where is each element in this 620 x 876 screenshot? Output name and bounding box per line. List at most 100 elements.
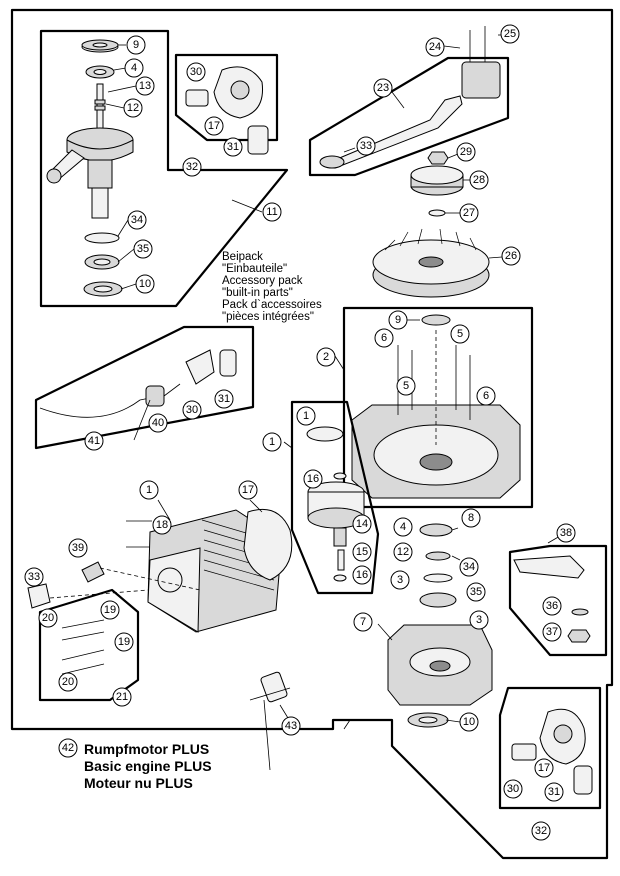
callout-5-screw-right: 5 bbox=[450, 324, 470, 344]
callout-14-needle-bearing: 14 bbox=[352, 514, 372, 534]
svg-text:6: 6 bbox=[483, 390, 489, 402]
callout-7-crankcase-cover: 7 bbox=[353, 612, 373, 632]
svg-text:31: 31 bbox=[227, 141, 239, 153]
svg-text:14: 14 bbox=[356, 518, 368, 530]
assembly-title: Rumpfmotor PLUS Basic engine PLUS Moteur… bbox=[84, 741, 212, 792]
svg-text:34: 34 bbox=[463, 561, 475, 573]
svg-text:20: 20 bbox=[62, 676, 74, 688]
svg-text:23: 23 bbox=[377, 82, 389, 94]
svg-text:2: 2 bbox=[323, 351, 329, 363]
svg-text:9: 9 bbox=[133, 39, 139, 51]
svg-text:15: 15 bbox=[356, 546, 368, 558]
svg-text:33: 33 bbox=[360, 140, 372, 152]
accessory-note-line-6: "pièces intégrées" bbox=[222, 311, 314, 323]
cylinder-parts bbox=[27, 508, 293, 633]
callout-8: 8 bbox=[461, 508, 481, 528]
callout-17-gasket-bottom: 17 bbox=[534, 758, 554, 778]
svg-text:1: 1 bbox=[146, 484, 152, 496]
svg-text:30: 30 bbox=[186, 404, 198, 416]
crankcase-parts bbox=[351, 314, 521, 499]
callout-19-screw-top: 19 bbox=[100, 600, 120, 620]
callout-28-starter-cup: 28 bbox=[469, 170, 489, 190]
callout-29-nut: 29 bbox=[456, 142, 476, 162]
fuel-line-frame bbox=[34, 325, 255, 450]
callout-31-gasket-top: 31 bbox=[223, 137, 243, 157]
accessory-note-line-4: "built-in parts" bbox=[222, 287, 293, 299]
lower-crankcase-parts bbox=[387, 523, 493, 728]
callout-6-screw-right: 6 bbox=[476, 386, 496, 406]
svg-text:5: 5 bbox=[403, 380, 409, 392]
callout-34-crankcase: 34 bbox=[459, 557, 479, 577]
svg-text:30: 30 bbox=[190, 66, 202, 78]
svg-text:26: 26 bbox=[505, 250, 517, 262]
callout-12-gear: 12 bbox=[393, 542, 413, 562]
callout-41-fuel-line: 41 bbox=[84, 431, 104, 451]
callout-30-gasket-top: 30 bbox=[186, 62, 206, 82]
callout-42-basic-engine: 42 bbox=[58, 738, 78, 758]
svg-text:35: 35 bbox=[470, 586, 482, 598]
callout-2-crankcase: 2 bbox=[316, 347, 336, 367]
title-french: Moteur nu PLUS bbox=[84, 775, 193, 791]
accessory-pack-note: Beipack "Einbauteile" Accessory pack "bu… bbox=[222, 251, 322, 323]
svg-text:40: 40 bbox=[152, 417, 164, 429]
callout-17-gasket-top: 17 bbox=[204, 116, 224, 136]
svg-text:16: 16 bbox=[356, 569, 368, 581]
callout-35-crankcase: 35 bbox=[466, 582, 486, 602]
callout-20-screw-top: 20 bbox=[38, 608, 58, 628]
svg-text:6: 6 bbox=[381, 332, 387, 344]
svg-text:25: 25 bbox=[504, 28, 516, 40]
brake-lever-frame bbox=[508, 544, 608, 657]
svg-text:1: 1 bbox=[269, 436, 275, 448]
callout-26-flywheel: 26 bbox=[501, 246, 521, 266]
callout-10-crankshaft: 10 bbox=[135, 274, 155, 294]
callout-40-fuel-filter: 40 bbox=[148, 413, 168, 433]
callout-34-crankshaft: 34 bbox=[127, 210, 147, 230]
callout-17-cylinder-gasket: 17 bbox=[238, 480, 258, 500]
callout-30-fuel: 30 bbox=[182, 400, 202, 420]
callout-18-studs: 18 bbox=[152, 515, 172, 535]
callout-10-crankcase-seal: 10 bbox=[459, 712, 479, 732]
callout-16-circlip-bottom: 16 bbox=[352, 565, 372, 585]
accessory-note-line-5: Pack d`accessoires bbox=[222, 299, 322, 311]
svg-text:20: 20 bbox=[42, 612, 54, 624]
svg-text:19: 19 bbox=[104, 604, 116, 616]
svg-text:35: 35 bbox=[137, 243, 149, 255]
svg-text:36: 36 bbox=[546, 600, 558, 612]
svg-text:41: 41 bbox=[88, 435, 100, 447]
control-lever-frame bbox=[308, 56, 510, 177]
svg-text:10: 10 bbox=[463, 716, 475, 728]
spark-plug-wrench bbox=[249, 671, 291, 771]
piston-frame bbox=[290, 400, 380, 595]
svg-text:9: 9 bbox=[395, 314, 401, 326]
svg-text:16: 16 bbox=[307, 473, 319, 485]
svg-text:39: 39 bbox=[72, 542, 84, 554]
svg-text:17: 17 bbox=[538, 762, 550, 774]
callout-32-gasket-set-bottom: 32 bbox=[531, 821, 551, 841]
svg-text:5: 5 bbox=[457, 328, 463, 340]
screws-parts bbox=[61, 619, 105, 675]
crankshaft-group-frame bbox=[39, 29, 289, 308]
crankshaft-group-parts bbox=[46, 39, 134, 297]
svg-text:3: 3 bbox=[476, 614, 482, 626]
accessory-note-line-3: Accessory pack bbox=[222, 275, 303, 287]
callout-13: 13 bbox=[135, 76, 155, 96]
callout-31-fuel: 31 bbox=[214, 389, 234, 409]
callout-39-spark-plug: 39 bbox=[68, 538, 88, 558]
fuel-line-parts bbox=[39, 349, 237, 418]
svg-text:4: 4 bbox=[131, 62, 137, 74]
callout-36-washer: 36 bbox=[542, 596, 562, 616]
svg-text:43: 43 bbox=[285, 720, 297, 732]
svg-text:12: 12 bbox=[127, 102, 139, 114]
gasket-set-parts-bottom bbox=[511, 708, 593, 795]
callout-31-gasket-bottom: 31 bbox=[544, 782, 564, 802]
svg-text:4: 4 bbox=[400, 521, 406, 533]
svg-text:18: 18 bbox=[156, 519, 168, 531]
callout-1-piston-group: 1 bbox=[262, 432, 282, 452]
callout-24: 24 bbox=[425, 37, 445, 57]
svg-text:24: 24 bbox=[429, 41, 441, 53]
svg-text:3: 3 bbox=[397, 574, 403, 586]
callout-33-spark-plug-cap: 33 bbox=[24, 567, 44, 587]
callout-19-screw-bottom: 19 bbox=[114, 632, 134, 652]
svg-text:17: 17 bbox=[208, 120, 220, 132]
